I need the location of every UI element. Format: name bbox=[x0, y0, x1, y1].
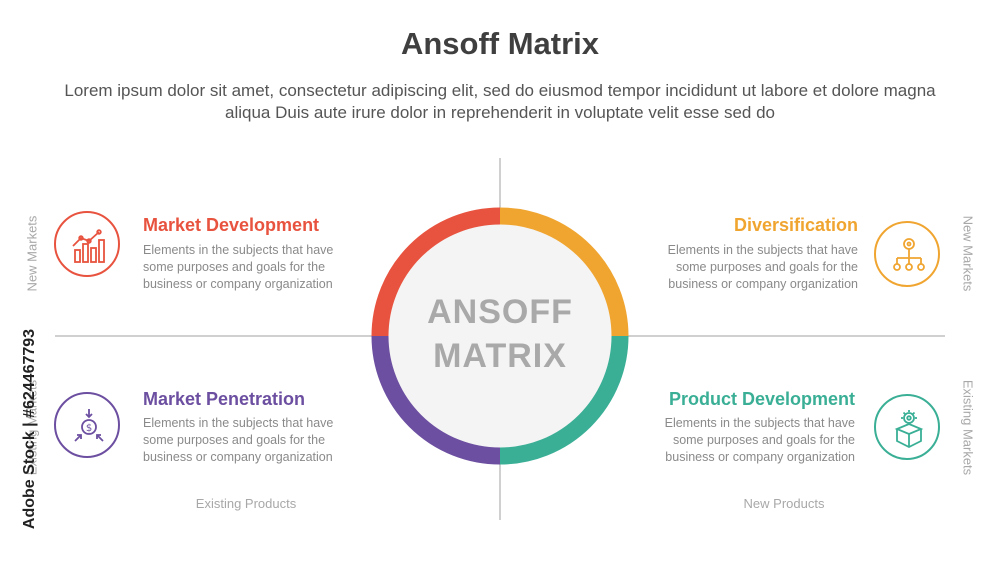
center-ring bbox=[371, 207, 629, 465]
market-development-icon-circle bbox=[54, 211, 120, 277]
market-development-title: Market Development bbox=[143, 215, 320, 235]
market-penetration-title: Market Penetration bbox=[143, 389, 306, 409]
svg-text:$: $ bbox=[86, 423, 92, 434]
gear-box-icon bbox=[894, 410, 924, 449]
axis-label-right-top: New Markets bbox=[960, 215, 976, 292]
axis-label-right-bottom: Existing Markets bbox=[960, 379, 976, 476]
ring-segment-product-development bbox=[499, 335, 629, 465]
axis-label-bottom-left: Existing Products bbox=[195, 496, 297, 511]
center-label-line2: MATRIX bbox=[433, 337, 567, 375]
stock-watermark: Adobe Stock | #624467793 bbox=[21, 328, 39, 530]
page-subtitle: Lorem ipsum dolor sit amet, consectetur … bbox=[64, 81, 936, 122]
axis-label-bottom-right: New Products bbox=[743, 496, 825, 511]
center-label: ANSOFF MATRIX bbox=[380, 290, 620, 378]
market-penetration-icon-circle: $ bbox=[54, 392, 120, 458]
center-disc bbox=[388, 224, 612, 448]
dollar-arrows-icon: $ bbox=[74, 409, 104, 442]
diversification-icon-circle bbox=[874, 221, 940, 287]
ring-segment-diversification bbox=[499, 207, 629, 337]
ring-segment-market-penetration bbox=[371, 335, 501, 465]
page-title: Ansoff Matrix bbox=[400, 26, 600, 61]
bar-chart-icon bbox=[72, 229, 105, 263]
ring-segment-market-development bbox=[371, 207, 501, 337]
product-development-icon-circle bbox=[874, 394, 940, 460]
market-development-desc: Elements in the subjects that have some … bbox=[143, 243, 334, 291]
product-development-title: Product Development bbox=[668, 389, 855, 409]
center-label-line1: ANSOFF bbox=[427, 293, 573, 331]
axis-label-left-top: New Markets bbox=[24, 215, 40, 292]
market-penetration-desc: Elements in the subjects that have some … bbox=[143, 416, 334, 464]
product-development-desc: Elements in the subjects that have some … bbox=[664, 416, 855, 464]
diversification-desc: Elements in the subjects that have some … bbox=[667, 243, 858, 291]
network-icon bbox=[893, 238, 925, 271]
diversification-title: Diversification bbox=[733, 215, 858, 235]
